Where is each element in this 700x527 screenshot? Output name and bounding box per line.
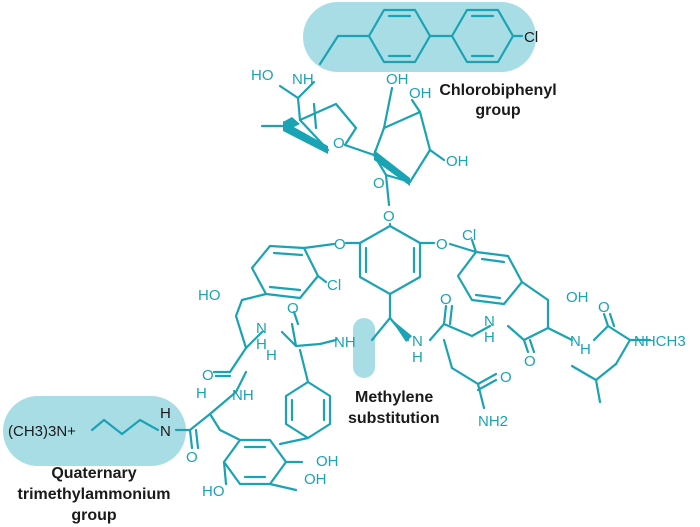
backbone-n-3: N [484,313,495,330]
resorcinol-oh-mid: OH [316,453,339,470]
quat-chain-h: H [160,405,171,422]
methylene-label-line1: Methylene [355,389,433,406]
chlorobiphenyl-highlight [303,2,536,72]
quat-amide-o: O [186,449,198,466]
backbone-n-2: N [412,333,423,350]
central-ring-bonds [344,222,436,320]
backbone-n-1: N [256,320,267,337]
chlorobiphenyl-label-line1: Chlorobiphenyl [439,82,556,99]
left-ring-bonds [240,242,336,302]
asparagine-bonds [442,338,498,410]
backbone-h-3: H [412,349,423,366]
quaternary-label-line1: Quaternary [51,465,136,482]
chlorobiphenyl-bonds [318,8,524,66]
right-ring-bonds [448,238,550,306]
glucose-wedge [374,150,410,186]
aminosugar-bonds [260,80,376,157]
resorcinol-ho: HO [202,483,225,500]
quaternary-label-line3: group [71,507,117,524]
methylene-label-line2: substitution [348,410,440,427]
quat-amide-nh: NH [232,387,254,404]
peptide-backbone-bonds [212,298,652,404]
methylene-highlight [353,318,375,378]
glucose-oh-ch2: OH [446,153,469,170]
aminosugar-nh: NH [292,71,314,88]
backbone-h-4: H [484,329,495,346]
ether-o-right: O [436,236,448,253]
backbone-o-1: O [202,367,214,384]
quaternary-label-line2: trimethylammonium [18,486,171,503]
left-ring-cl: Cl [327,277,341,294]
quat-chain-n: N [160,423,171,440]
backbone-o-5: O [598,299,610,316]
n-methyl-leucine: NHCH3 [634,333,686,350]
lower-rings-bonds [218,348,332,492]
glucose-oh-top-right: OH [409,85,432,102]
backbone-h-5: H [580,341,591,358]
right-ring-cl: Cl [462,227,476,244]
glycosidic-o: O [383,208,395,225]
glucose-oh-top-left: OH [386,71,409,88]
quat-ammonium: (CH3)3N+ [8,423,76,440]
aminosugar-ho: HO [251,67,274,84]
quaternary-highlight [3,396,186,466]
quat-amide-h: H [196,385,207,402]
backbone-o-4: O [524,353,536,370]
backbone-o-3: O [440,291,452,308]
backbone-o-2: O [287,300,299,317]
glucose-bonds [372,86,446,207]
ether-o-left: O [334,236,346,253]
chlorobiphenyl-label-line2: group [475,102,521,119]
backbone-hn-methylene: NH [334,334,356,351]
aminosugar-wedge-front [283,121,328,154]
aminosugar-ring-o: O [333,135,345,152]
resorcinol-oh-low: OH [304,471,327,488]
backbone-n-4: N [570,333,581,350]
asparagine-nh2: NH2 [478,413,508,430]
aminosugar-wedge-methyl [283,117,300,131]
right-ring-oh: OH [566,289,589,306]
backbone-wedge-right [390,318,412,342]
backbone-h-1: H [256,336,267,353]
chlorobiphenyl-cl-atom: Cl [524,29,538,46]
glucose-ring-o: O [373,175,385,192]
asparagine-o: O [500,369,512,386]
left-ring-ho: HO [198,287,221,304]
backbone-h-2: H [266,347,277,364]
quaternary-chain-bonds [90,370,248,450]
